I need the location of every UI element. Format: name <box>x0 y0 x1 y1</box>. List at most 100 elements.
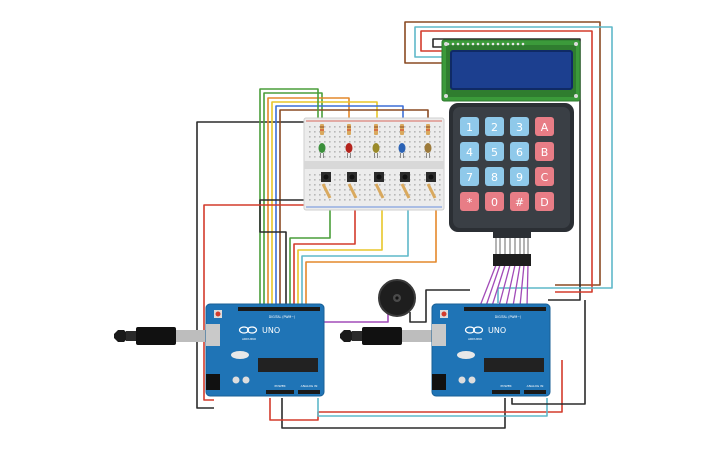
power-header <box>266 390 294 394</box>
keypad-key[interactable]: 0 <box>485 192 504 211</box>
keypad-key[interactable]: 1 <box>460 117 479 136</box>
digital-header <box>464 307 546 311</box>
digital-header-label: DIGITAL (PWM~) <box>269 315 295 319</box>
power-header-label: POWER <box>500 384 511 388</box>
lcd-header-pins <box>446 42 525 46</box>
keypad-key-label: 2 <box>491 121 498 134</box>
wire-btn-yellow <box>297 205 383 306</box>
keypad-key[interactable]: * <box>460 192 479 211</box>
pushbutton[interactable] <box>374 172 385 199</box>
keypad-connector-pins <box>495 238 529 256</box>
board-brand: UNO <box>488 326 506 335</box>
wire-btn-green <box>289 205 331 306</box>
breadboard-channel <box>304 161 444 169</box>
keypad-key[interactable]: 8 <box>485 167 504 186</box>
keypad-key-label: C <box>541 171 549 184</box>
led <box>424 124 432 158</box>
arduino-uno-left[interactable]: DIGITAL (PWM~) UNO ARDUINO POWER ANALOG … <box>205 303 325 397</box>
power-header-label: POWER <box>274 384 285 388</box>
pushbutton-row <box>321 172 437 199</box>
pushbutton[interactable] <box>321 172 332 199</box>
power-jack <box>206 374 220 390</box>
keypad-key[interactable]: 3 <box>510 117 529 136</box>
board-brand: UNO <box>262 326 280 335</box>
keypad-key-label: * <box>467 196 473 209</box>
keypad-key[interactable]: 4 <box>460 142 479 161</box>
wire-led-orange <box>267 97 350 306</box>
lcd-mount-hole <box>574 42 578 46</box>
keypad-ribbon <box>479 264 529 307</box>
keypad-key[interactable]: B <box>535 142 554 161</box>
arduino-uno-right[interactable]: DIGITAL (PWM~) UNO ARDUINO POWER ANALOG … <box>431 303 551 397</box>
wire-lcd-red <box>420 30 593 293</box>
wire-link-black <box>281 398 506 429</box>
lcd-mount-hole <box>574 94 578 98</box>
analog-header <box>298 390 320 394</box>
analog-header-label: ANALOG IN <box>301 384 318 388</box>
keypad-key-label: 9 <box>516 171 523 184</box>
usb-cable-left <box>114 327 206 345</box>
wire-link-cyan <box>317 398 548 417</box>
wire-buzzer-black <box>409 289 470 323</box>
keypad-key[interactable]: D <box>535 192 554 211</box>
led-row <box>318 124 432 158</box>
usb-port <box>432 324 446 346</box>
keypad-key-label: 7 <box>466 171 473 184</box>
keypad-key[interactable]: 7 <box>460 167 479 186</box>
board-maker: ARDUINO <box>468 337 483 341</box>
board-maker: ARDUINO <box>242 337 257 341</box>
crystal <box>231 351 249 359</box>
keypad-key[interactable]: # <box>510 192 529 211</box>
analog-header-label: ANALOG IN <box>527 384 544 388</box>
keypad-key-label: 4 <box>466 146 473 159</box>
keypad-key[interactable]: A <box>535 117 554 136</box>
led <box>318 124 326 158</box>
usb-port <box>206 324 220 346</box>
piezo-buzzer[interactable] <box>378 279 416 317</box>
crystal <box>457 351 475 359</box>
pushbutton[interactable] <box>400 172 411 199</box>
lcd-mount-hole <box>444 42 448 46</box>
led <box>372 124 380 158</box>
digital-header-label: DIGITAL (PWM~) <box>495 315 521 319</box>
led <box>398 124 406 158</box>
usb-cable-right <box>340 327 432 345</box>
digital-header <box>238 307 320 311</box>
lcd-display[interactable] <box>441 39 581 102</box>
power-header <box>492 390 520 394</box>
arduino-logo <box>464 326 484 334</box>
wire-led-blue <box>275 105 404 306</box>
pushbutton[interactable] <box>426 172 437 199</box>
keypad-key[interactable]: C <box>535 167 554 186</box>
keypad-key-label: B <box>541 146 549 159</box>
keypad-key-label: 5 <box>491 146 498 159</box>
analog-header <box>524 390 546 394</box>
pushbutton[interactable] <box>347 172 358 199</box>
keypad-key[interactable]: 9 <box>510 167 529 186</box>
atmega-chip <box>484 358 544 372</box>
wire-btn-cyan <box>301 205 409 306</box>
wire-black-ground <box>196 121 305 409</box>
lcd-screen <box>450 50 573 90</box>
wires <box>196 21 613 429</box>
wire-btn-red <box>293 205 356 306</box>
keypad-key-label: 6 <box>516 146 523 159</box>
keypad-key-label: 3 <box>516 121 523 134</box>
atmega-chip <box>258 358 318 372</box>
keypad-header <box>493 254 531 266</box>
wire-lcd-black <box>432 38 581 301</box>
keypad-key-label: A <box>541 121 549 134</box>
keypad-key[interactable]: 6 <box>510 142 529 161</box>
led <box>345 124 353 158</box>
keypad-key-label: D <box>540 196 548 209</box>
power-jack <box>432 374 446 390</box>
keypad-key-label: # <box>515 196 524 209</box>
wire-led-green2 <box>259 88 319 306</box>
wire-led-yellow <box>271 101 378 306</box>
keypad-key[interactable]: 5 <box>485 142 504 161</box>
keypad-key[interactable]: 2 <box>485 117 504 136</box>
keypad-key-label: 0 <box>491 196 498 209</box>
